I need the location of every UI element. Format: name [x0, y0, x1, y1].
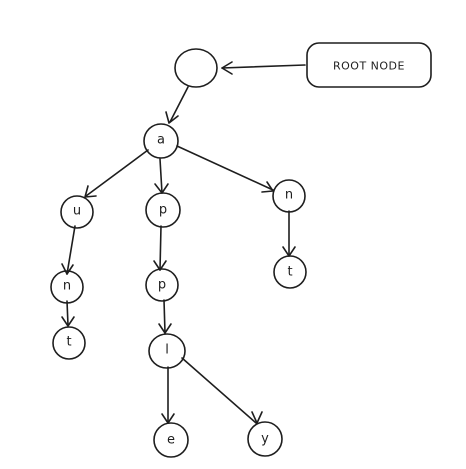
- node-label: y: [261, 432, 269, 447]
- root-label-box: [306, 42, 432, 88]
- node-label: l: [165, 343, 169, 358]
- node-p-first: p: [145, 192, 181, 228]
- node-circle: [50, 270, 84, 304]
- edge-a-u: [85, 149, 149, 197]
- edge-label-to-root: [221, 64, 306, 69]
- node-circle: [52, 326, 86, 360]
- edges: [61, 61, 306, 424]
- edge-a-p1: [159, 158, 163, 194]
- node-root: [174, 48, 218, 88]
- edge-a-n2: [176, 145, 274, 191]
- node-circle: [153, 422, 189, 458]
- node-label: n: [63, 279, 71, 294]
- edge-p2-l: [163, 299, 166, 334]
- node-a: a: [143, 123, 179, 159]
- arrow-head: [251, 411, 263, 424]
- node-label: a: [157, 133, 165, 148]
- arrow-head: [84, 185, 97, 198]
- node-circle: [148, 333, 186, 369]
- edge-u-n1: [66, 225, 76, 275]
- node-circle: [60, 195, 94, 229]
- node-circle: [272, 179, 306, 213]
- arrow-head: [61, 263, 74, 275]
- arrow-head: [165, 111, 179, 124]
- node-circle: [145, 268, 179, 302]
- node-circle: [247, 421, 283, 457]
- node-circle: [145, 192, 181, 228]
- nodes: a u n t p p: [50, 48, 307, 458]
- node-label: t: [287, 265, 292, 280]
- node-circle: [143, 123, 179, 159]
- node-label: u: [73, 204, 81, 219]
- node-t-under-n: t: [52, 326, 86, 360]
- edge-n1-t1: [66, 300, 69, 326]
- node-t-right: t: [273, 255, 307, 289]
- node-l: l: [148, 333, 186, 369]
- node-n-under-u: n: [50, 270, 84, 304]
- node-label: e: [167, 433, 175, 448]
- root-node-label: ROOT NODE: [306, 42, 432, 88]
- edge-l-y: [181, 357, 257, 424]
- node-circle: [273, 255, 307, 289]
- node-label: p: [158, 278, 166, 293]
- node-circle: [174, 48, 218, 88]
- arrow-head: [158, 323, 172, 334]
- node-p-second: p: [145, 268, 179, 302]
- edge-p1-p2: [159, 225, 162, 271]
- node-n-right: n: [272, 179, 306, 213]
- edge-root-a: [169, 86, 189, 123]
- arrow-head: [61, 316, 75, 327]
- node-label: n: [285, 188, 293, 203]
- node-label: t: [66, 335, 71, 350]
- arrow-head: [153, 260, 167, 271]
- node-label: p: [159, 203, 167, 218]
- node-y: y: [247, 421, 283, 457]
- node-e: e: [153, 422, 189, 458]
- root-label-text: ROOT NODE: [333, 60, 405, 73]
- node-u: u: [60, 195, 94, 229]
- arrow-head: [221, 61, 233, 75]
